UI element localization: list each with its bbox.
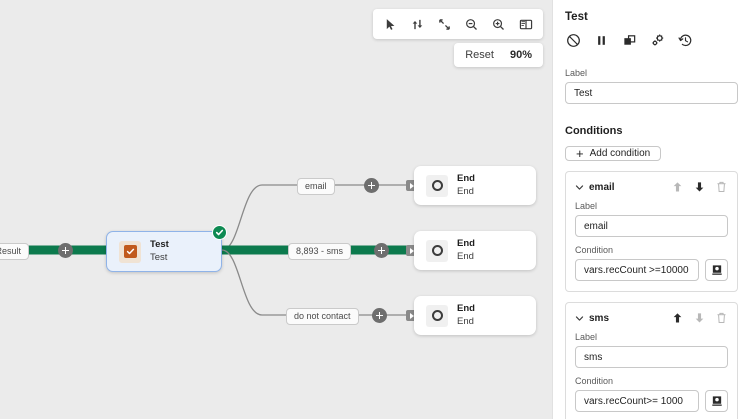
delete-icon[interactable]	[715, 180, 728, 194]
node-end-email[interactable]: End End	[414, 166, 536, 205]
status-badge-success	[212, 225, 227, 240]
edge-label-do-not-contact[interactable]: do not contact	[286, 308, 359, 325]
condition-expression-caption-sms: Condition	[575, 376, 614, 386]
map-icon[interactable]	[512, 11, 539, 37]
edge-arrow-sms	[406, 245, 417, 256]
expression-picker-icon[interactable]	[705, 259, 728, 281]
chevron-down-icon[interactable]	[575, 314, 584, 323]
condition-header-email[interactable]: email	[575, 180, 728, 194]
node-end-sms-text: End End	[457, 238, 475, 263]
chevron-down-icon[interactable]	[575, 183, 584, 192]
stop-circle-icon	[426, 174, 448, 197]
add-step-button-result[interactable]	[58, 243, 73, 258]
zoom-in-icon[interactable]	[485, 11, 512, 37]
node-end-sms-subtitle: End	[457, 251, 474, 262]
canvas-toolbar	[373, 9, 543, 39]
delete-icon[interactable]	[715, 311, 728, 325]
add-step-button-do-not-contact[interactable]	[372, 308, 387, 323]
move-up-icon[interactable]	[671, 180, 684, 194]
conditions-section-title: Conditions	[565, 125, 623, 137]
flow-canvas[interactable]: - Result email 8,893 - sms do not contac…	[0, 0, 552, 419]
condition-label-caption-email: Label	[575, 201, 598, 211]
condition-card-sms: sms La	[565, 302, 738, 419]
condition-expression-input-sms[interactable]	[575, 390, 699, 412]
node-test[interactable]: Test Test	[106, 231, 222, 272]
edge-label-sms[interactable]: 8,893 - sms	[288, 243, 352, 260]
label-field-caption: Label	[565, 68, 588, 78]
edge-label-result[interactable]: - Result	[0, 243, 30, 260]
condition-name-email: email	[589, 181, 615, 193]
panel-title: Test	[565, 11, 588, 23]
panel-action-bar	[565, 32, 738, 58]
checkbox-icon	[119, 240, 141, 263]
zoom-out-icon[interactable]	[458, 11, 485, 37]
edge-do-not-contact	[221, 249, 410, 316]
history-icon[interactable]	[677, 32, 694, 49]
node-test-subtitle: Test	[150, 252, 168, 263]
add-step-button-sms[interactable]	[374, 243, 389, 258]
condition-tools-sms	[671, 311, 728, 325]
condition-name-sms: sms	[589, 312, 610, 324]
node-end-dnc-text: End End	[457, 303, 475, 328]
node-end-dnc-title: End	[457, 303, 475, 315]
condition-label-caption-sms: Label	[575, 332, 598, 342]
edge-arrow-do-not-contact	[406, 310, 417, 321]
node-test-text: Test Test	[150, 239, 169, 264]
node-end-do-not-contact[interactable]: End End	[414, 296, 536, 335]
add-condition-button[interactable]: + Add condition	[565, 146, 662, 161]
block-icon[interactable]	[565, 32, 582, 49]
label-field-block: Label	[553, 58, 750, 116]
fit-screen-icon[interactable]	[431, 11, 458, 37]
condition-expression-row-email	[575, 259, 728, 281]
condition-expression-input-email[interactable]	[575, 259, 699, 281]
add-step-button-email[interactable]	[364, 178, 379, 193]
node-end-email-text: End End	[457, 173, 475, 198]
move-down-icon[interactable]	[693, 311, 706, 325]
condition-expression-caption-email: Condition	[575, 245, 614, 255]
stop-circle-icon	[426, 239, 448, 262]
move-down-icon[interactable]	[693, 180, 706, 194]
zoom-control: Reset 90%	[454, 43, 543, 67]
zoom-reset-button[interactable]: Reset	[465, 49, 494, 61]
edge-arrow-email	[406, 180, 417, 191]
condition-tools-email	[671, 180, 728, 194]
label-input[interactable]	[565, 82, 738, 104]
expression-picker-icon[interactable]	[705, 390, 728, 412]
node-test-title: Test	[150, 239, 169, 251]
add-condition-label: Add condition	[589, 148, 651, 159]
edge-label-email[interactable]: email	[297, 178, 335, 195]
gears-icon[interactable]	[649, 32, 666, 49]
properties-panel: Test	[552, 0, 750, 419]
zoom-percentage[interactable]: 90%	[509, 49, 532, 61]
pause-icon[interactable]	[593, 32, 610, 49]
node-end-email-subtitle: End	[457, 186, 474, 197]
node-end-sms[interactable]: End End	[414, 231, 536, 270]
condition-expression-row-sms	[575, 390, 728, 412]
condition-label-input-sms[interactable]	[575, 346, 728, 368]
condition-label-input-email[interactable]	[575, 215, 728, 237]
node-end-sms-title: End	[457, 238, 475, 250]
condition-card-email: email	[565, 171, 738, 292]
cursor-icon[interactable]	[377, 11, 404, 37]
stop-circle-icon	[426, 304, 448, 327]
panel-header: Test	[553, 0, 750, 58]
condition-header-sms[interactable]: sms	[575, 311, 728, 325]
move-up-icon[interactable]	[671, 311, 684, 325]
duplicate-icon[interactable]	[621, 32, 638, 49]
node-end-dnc-subtitle: End	[457, 316, 474, 327]
plus-icon: +	[576, 146, 584, 161]
arrow-turn-icon[interactable]	[404, 11, 431, 37]
node-end-email-title: End	[457, 173, 475, 185]
